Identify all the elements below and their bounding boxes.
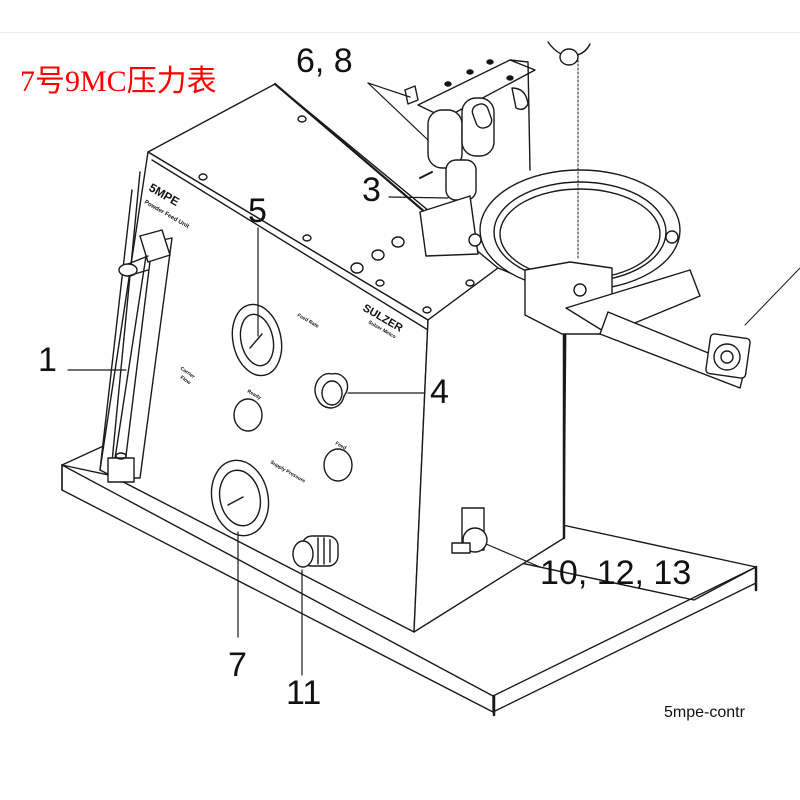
callout-7: 7 — [228, 646, 247, 684]
ready-lamp — [233, 398, 263, 432]
callout-11: 11 — [286, 674, 322, 712]
callout-4: 4 — [430, 373, 449, 411]
gas-fitting — [451, 507, 488, 554]
top-clamp — [547, 41, 591, 261]
supply-pressure-gauge — [210, 459, 270, 537]
top-edge — [0, 32, 800, 33]
callout-6-8: 6, 8 — [296, 42, 353, 80]
callout-1: 1 — [38, 341, 57, 379]
figure-caption: 5mpe-contr — [664, 704, 745, 721]
carrier-flow-meter — [107, 229, 173, 483]
callout-10-12-13: 10, 12, 13 — [540, 554, 692, 592]
callout-3: 3 — [362, 171, 381, 209]
top-screws — [198, 115, 475, 314]
label-flow: Flow — [179, 375, 192, 387]
cabinet — [99, 82, 567, 633]
hopper-ring — [468, 169, 701, 335]
leader-lines — [67, 82, 541, 676]
feed-rate-knob — [314, 372, 349, 409]
top-band — [0, 0, 800, 32]
diagram-title: 7号9MC压力表 — [20, 65, 217, 98]
feed-rate-gauge — [231, 303, 283, 377]
callout-5: 5 — [248, 192, 267, 230]
pressure-regulator-knob — [292, 535, 339, 568]
feed-lamp — [323, 448, 353, 482]
label-feed: Feed — [334, 441, 347, 452]
pinch-valve-assembly — [404, 59, 536, 257]
connector-bracket — [599, 267, 800, 389]
